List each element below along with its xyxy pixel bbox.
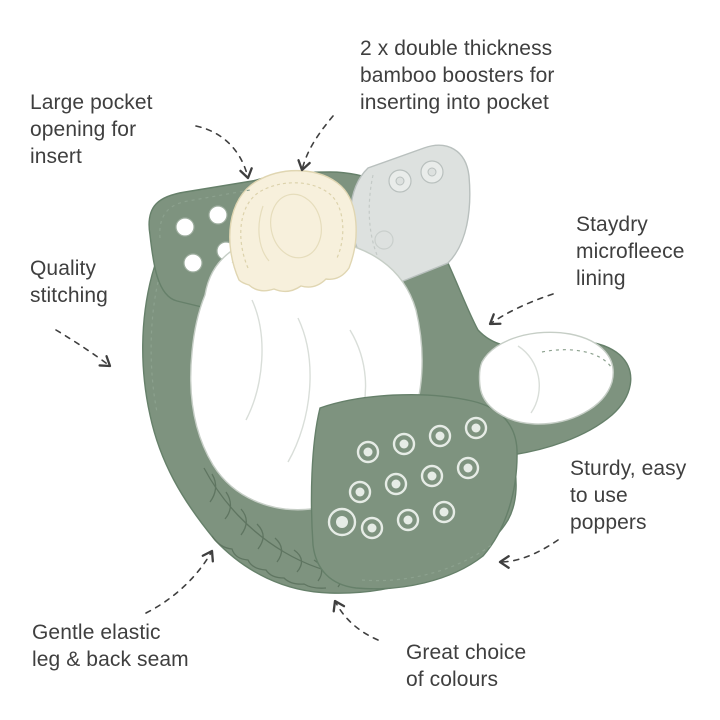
wing-lining-shape <box>478 331 614 425</box>
booster-fold <box>258 205 270 262</box>
popper <box>432 500 456 524</box>
label-bamboo-boosters: 2 x double thickness bamboo boosters for… <box>360 37 555 114</box>
popper-panel <box>310 393 518 590</box>
popper-dot <box>427 471 437 481</box>
stitch-line <box>541 349 612 368</box>
stitch-line <box>361 542 495 582</box>
stitch-line <box>150 281 159 413</box>
popper-dot <box>403 515 413 525</box>
elastic-ruffle <box>211 535 327 589</box>
label-large-pocket-opening: Large pocket opening for insert <box>30 91 153 168</box>
wing-snap <box>208 205 228 225</box>
popper-dot <box>435 431 445 441</box>
popper-dot <box>439 507 449 517</box>
poppers <box>327 416 488 540</box>
elastic-curl <box>240 508 247 536</box>
wing-snap <box>175 217 195 237</box>
popper <box>396 508 420 532</box>
dashed-arrow-poppers <box>498 539 559 569</box>
flap-seam <box>368 174 378 256</box>
popper-dot <box>391 479 401 489</box>
popper <box>456 456 480 480</box>
popper <box>464 416 488 440</box>
dashed-arrow-boosters <box>297 115 334 172</box>
label-choice-of-colours: Great choice of colours <box>406 641 527 691</box>
popper <box>420 464 444 488</box>
grey-booster-flap <box>349 144 471 284</box>
popper <box>428 424 452 448</box>
right-wing-lining <box>478 331 614 425</box>
flap-snap-center <box>395 176 405 186</box>
lining-fold <box>245 299 263 421</box>
elastic-curl <box>256 523 264 550</box>
flap-snap-faint <box>374 230 394 250</box>
dashed-arrow-elastic <box>145 549 214 614</box>
dashed-arrow-stitching <box>55 329 112 368</box>
booster-fold <box>270 193 322 259</box>
label-quality-stitching: Quality stitching <box>30 257 108 307</box>
label-staydry-lining: Staydry microfleece lining <box>576 213 685 290</box>
booster-stitch <box>240 182 344 269</box>
booster-shape <box>229 170 357 293</box>
popper-dot <box>355 487 365 497</box>
popper-dot <box>399 439 409 449</box>
elastic-curl <box>224 491 232 520</box>
popper <box>356 440 380 464</box>
dashed-arrow-large-pocket <box>195 125 253 180</box>
popper <box>360 516 384 540</box>
flap-snap-center <box>427 167 437 177</box>
popper-dot <box>471 423 481 433</box>
stitching <box>150 189 612 582</box>
stitch-line <box>159 189 251 239</box>
label-gentle-elastic: Gentle elastic leg & back seam <box>32 621 189 671</box>
popper-dot <box>363 447 373 457</box>
bamboo-booster <box>229 170 357 293</box>
lining-fold <box>287 317 311 463</box>
annotation-arrows <box>55 115 559 641</box>
elastic-curl <box>274 537 283 563</box>
popper <box>384 472 408 496</box>
elastic-curl <box>293 549 303 573</box>
popper <box>348 480 372 504</box>
popper-dot <box>336 516 348 528</box>
wing-snap <box>183 253 203 273</box>
label-sturdy-poppers: Sturdy, easy to use poppers <box>570 457 687 534</box>
dashed-arrow-staydry <box>488 293 554 326</box>
popper <box>392 432 416 456</box>
popper-dot <box>463 463 473 473</box>
popper-large <box>327 507 357 537</box>
wing-lining-fold <box>517 345 540 414</box>
popper-dot <box>367 523 377 533</box>
elastic-curl <box>209 473 217 503</box>
dashed-arrow-colours <box>332 599 379 641</box>
